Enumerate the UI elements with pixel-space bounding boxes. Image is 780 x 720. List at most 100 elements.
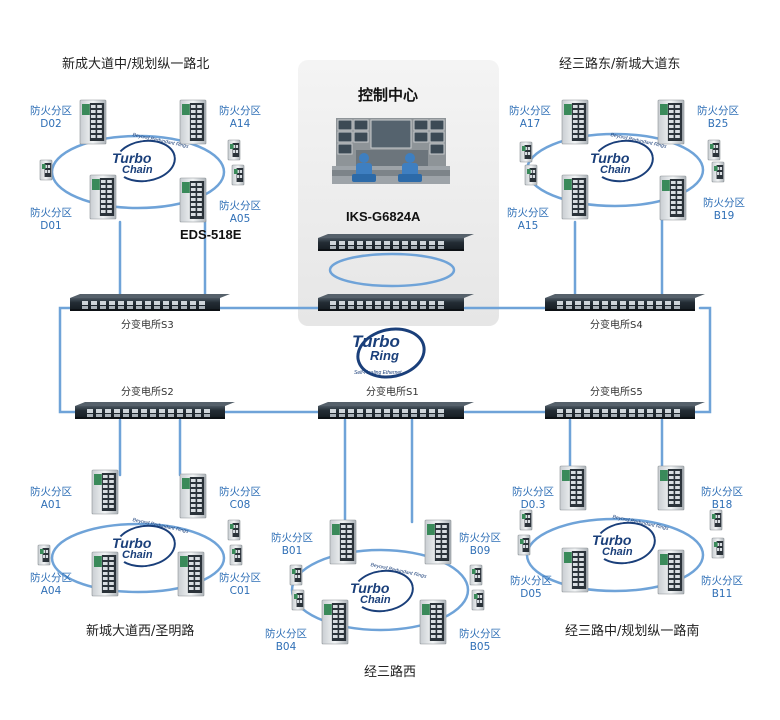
device-se-m3 xyxy=(709,509,723,531)
zone-code: D02 xyxy=(40,118,62,130)
substation-s2-label: 分变电所S2 xyxy=(121,387,174,398)
edge-switch-ne-a15 xyxy=(561,174,589,220)
turbo-chain-brand-ne: Turbo xyxy=(590,150,630,166)
device-sw-m1 xyxy=(37,544,51,566)
turbo-chain-logo-sw: Beyond Redundant Rings Turbo Chain xyxy=(108,517,189,572)
zone-prefix: 防火分区 xyxy=(697,105,739,117)
zone-prefix: 防火分区 xyxy=(459,532,501,544)
edge-switch-nw-a14 xyxy=(179,99,207,145)
zone-code: B19 xyxy=(713,210,735,222)
zone-prefix: 防火分区 xyxy=(271,532,313,544)
zone-prefix: 防火分区 xyxy=(509,105,551,117)
zone-code: A05 xyxy=(229,213,251,225)
zone-code: D01 xyxy=(40,220,62,232)
zone-code: A01 xyxy=(40,499,62,511)
device-ne-m1 xyxy=(519,141,533,163)
turbo-ring-sub: Ring xyxy=(370,348,399,363)
edge-switch-sw-a04 xyxy=(91,551,119,597)
zone-prefix: 防火分区 xyxy=(510,575,552,587)
core-switch-bottom xyxy=(318,294,474,311)
zone-code: B25 xyxy=(707,118,729,130)
turbo-chain-brand-nw: Turbo xyxy=(112,150,152,166)
zone-prefix: 防火分区 xyxy=(703,197,745,209)
device-sw-m3 xyxy=(229,544,243,566)
device-s-m2 xyxy=(469,564,483,586)
device-s-m1 xyxy=(289,564,303,586)
edge-switch-nw-d02 xyxy=(79,99,107,145)
turbo-chain-brand-sw: Turbo xyxy=(112,535,152,551)
core-switch-top xyxy=(318,234,474,251)
switch-s4 xyxy=(545,294,705,311)
edge-switch-se-d03 xyxy=(559,465,587,511)
zone-code: B05 xyxy=(469,641,491,653)
zone-code: B18 xyxy=(711,499,733,511)
zone-code: C08 xyxy=(229,499,251,511)
switch-s2 xyxy=(75,402,235,419)
edge-switch-ne-b25 xyxy=(657,99,685,145)
core-ring-link xyxy=(328,252,456,288)
turbo-chain-logo-s: Beyond Redundant Rings Turbo Chain xyxy=(346,562,427,617)
edge-switch-se-d05 xyxy=(561,547,589,593)
turbo-ring-logo: Turbo Ring Self-Healing Ethernet xyxy=(351,321,431,385)
zone-code: C01 xyxy=(229,585,251,597)
device-s-m4 xyxy=(291,589,305,611)
switch-s5 xyxy=(545,402,705,419)
ring-s xyxy=(290,548,470,632)
zone-code: D0.3 xyxy=(520,499,546,511)
turbo-ring-brand: Turbo xyxy=(352,332,400,351)
edge-switch-se-b18 xyxy=(657,465,685,511)
device-ne-m2 xyxy=(524,164,538,186)
device-se-m4 xyxy=(711,537,725,559)
turbo-ring-tagline: Self-Healing Ethernet xyxy=(354,370,402,376)
control-room-illustration xyxy=(332,118,450,184)
zone-code: A14 xyxy=(229,118,251,130)
turbo-chain-brand-se: Turbo xyxy=(592,532,632,548)
device-ne-m4 xyxy=(711,161,725,183)
edge-switch-sw-a01 xyxy=(91,469,119,515)
zone-prefix: 防火分区 xyxy=(30,486,72,498)
zone-prefix: 防火分区 xyxy=(265,628,307,640)
zone-prefix: 防火分区 xyxy=(30,105,72,117)
zone-prefix: 防火分区 xyxy=(219,572,261,584)
zone-code: B11 xyxy=(711,588,733,600)
turbo-chain-sub-nw: Chain xyxy=(122,164,153,176)
edge-switch-s-b04 xyxy=(321,599,349,645)
edge-switch-se-b11 xyxy=(657,549,685,595)
turbo-chain-logo-ne: Beyond Redundant Rings Turbo Chain xyxy=(586,132,667,187)
edge-switch-nw-d01 xyxy=(89,174,117,220)
zone-code: A04 xyxy=(40,585,62,597)
group-title-ne: 经三路东/新城大道东 xyxy=(559,57,681,72)
group-title-s: 经三路西 xyxy=(364,665,417,680)
zone-prefix: 防火分区 xyxy=(512,486,554,498)
zone-prefix: 防火分区 xyxy=(30,572,72,584)
edge-switch-ne-a17 xyxy=(561,99,589,145)
edge-switch-s-b01 xyxy=(329,519,357,565)
substation-s1-label: 分变电所S1 xyxy=(366,387,419,398)
device-nw-m1 xyxy=(39,159,53,181)
device-ne-m3 xyxy=(707,139,721,161)
edge-switch-nw-a05 xyxy=(179,177,207,223)
device-se-m1 xyxy=(519,509,533,531)
zone-code: B01 xyxy=(281,545,303,557)
zone-prefix: 防火分区 xyxy=(30,207,72,219)
switch-s1 xyxy=(318,402,474,419)
turbo-chain-sub-sw: Chain xyxy=(122,549,153,561)
